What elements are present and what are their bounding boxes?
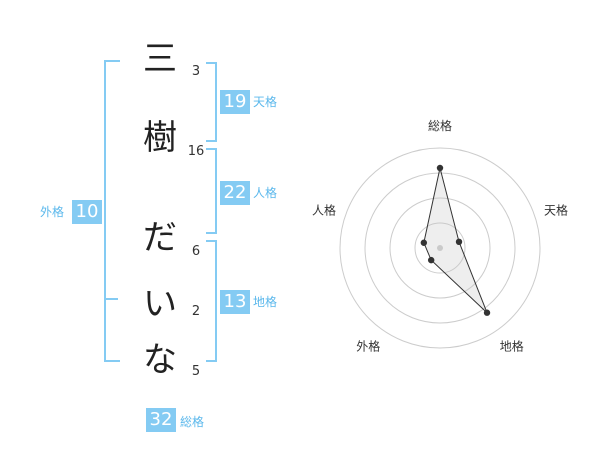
name-char-5: な	[143, 340, 177, 380]
gaikaku-label: 外格	[40, 205, 65, 219]
name-char-1: 三	[143, 39, 177, 79]
radar-axis-label-1: 総格	[428, 118, 452, 133]
radar-point-5	[420, 239, 428, 246]
radar-ring-2	[389, 197, 491, 299]
radar-series-polygon	[423, 167, 488, 314]
stroke-count-5: 5	[191, 364, 201, 379]
radar-axis-label-5: 人格	[312, 202, 336, 217]
radar-ring-1	[414, 222, 466, 274]
radar-point-2	[455, 238, 463, 246]
radar-point-3	[483, 309, 491, 316]
radar-point-4	[427, 256, 435, 264]
gaikaku-bracket-tick	[104, 298, 118, 300]
stroke-count-4: 2	[191, 304, 201, 319]
stroke-count-2: 16	[187, 144, 205, 159]
tenkaku-bracket	[206, 62, 217, 142]
tenkaku-value: 19	[220, 90, 250, 114]
gaikaku-bracket	[104, 60, 120, 362]
stroke-count-1: 3	[191, 64, 201, 79]
radar-axis-label-2: 天格	[544, 202, 568, 217]
stroke-count-3: 6	[191, 244, 201, 259]
name-char-4: い	[143, 284, 177, 324]
jinkaku-label: 人格	[253, 186, 278, 200]
radar-ring-3	[364, 172, 516, 324]
radar-center	[437, 245, 443, 251]
name-char-3: だ	[143, 218, 177, 258]
chikaku-value: 13	[220, 290, 250, 314]
chikaku-bracket	[206, 240, 217, 362]
radar-axis-label-3: 地格	[500, 339, 524, 354]
tenkaku-label: 天格	[253, 95, 278, 109]
radar-axis-label-4: 外格	[356, 339, 380, 354]
name-char-2: 樹	[143, 118, 177, 158]
soukaku-value: 32	[146, 408, 176, 432]
jinkaku-value: 22	[220, 181, 250, 205]
chikaku-label: 地格	[253, 295, 278, 309]
soukaku-label: 総格	[180, 415, 205, 429]
gaikaku-value: 10	[72, 200, 102, 224]
radar-point-1	[436, 164, 444, 172]
radar-ring-4	[339, 147, 541, 349]
jinkaku-bracket	[206, 148, 217, 234]
